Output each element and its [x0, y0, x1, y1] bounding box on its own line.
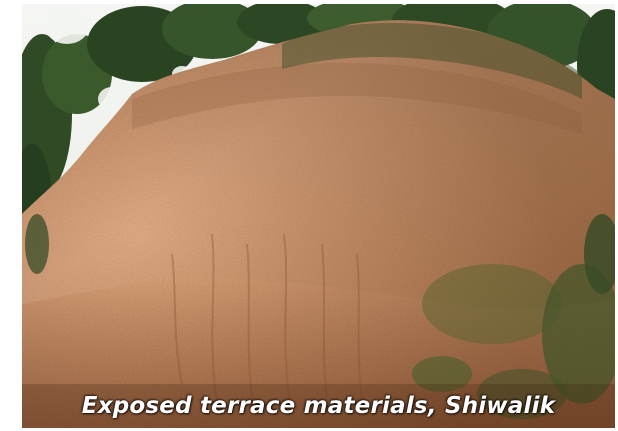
photo-outcrop: Exposed terrace materials, Shiwalik — [22, 4, 615, 428]
photo-outcrop-scene — [22, 4, 615, 428]
vegetation — [25, 23, 615, 419]
photo-caption: Exposed terrace materials, Shiwalik — [81, 393, 556, 419]
